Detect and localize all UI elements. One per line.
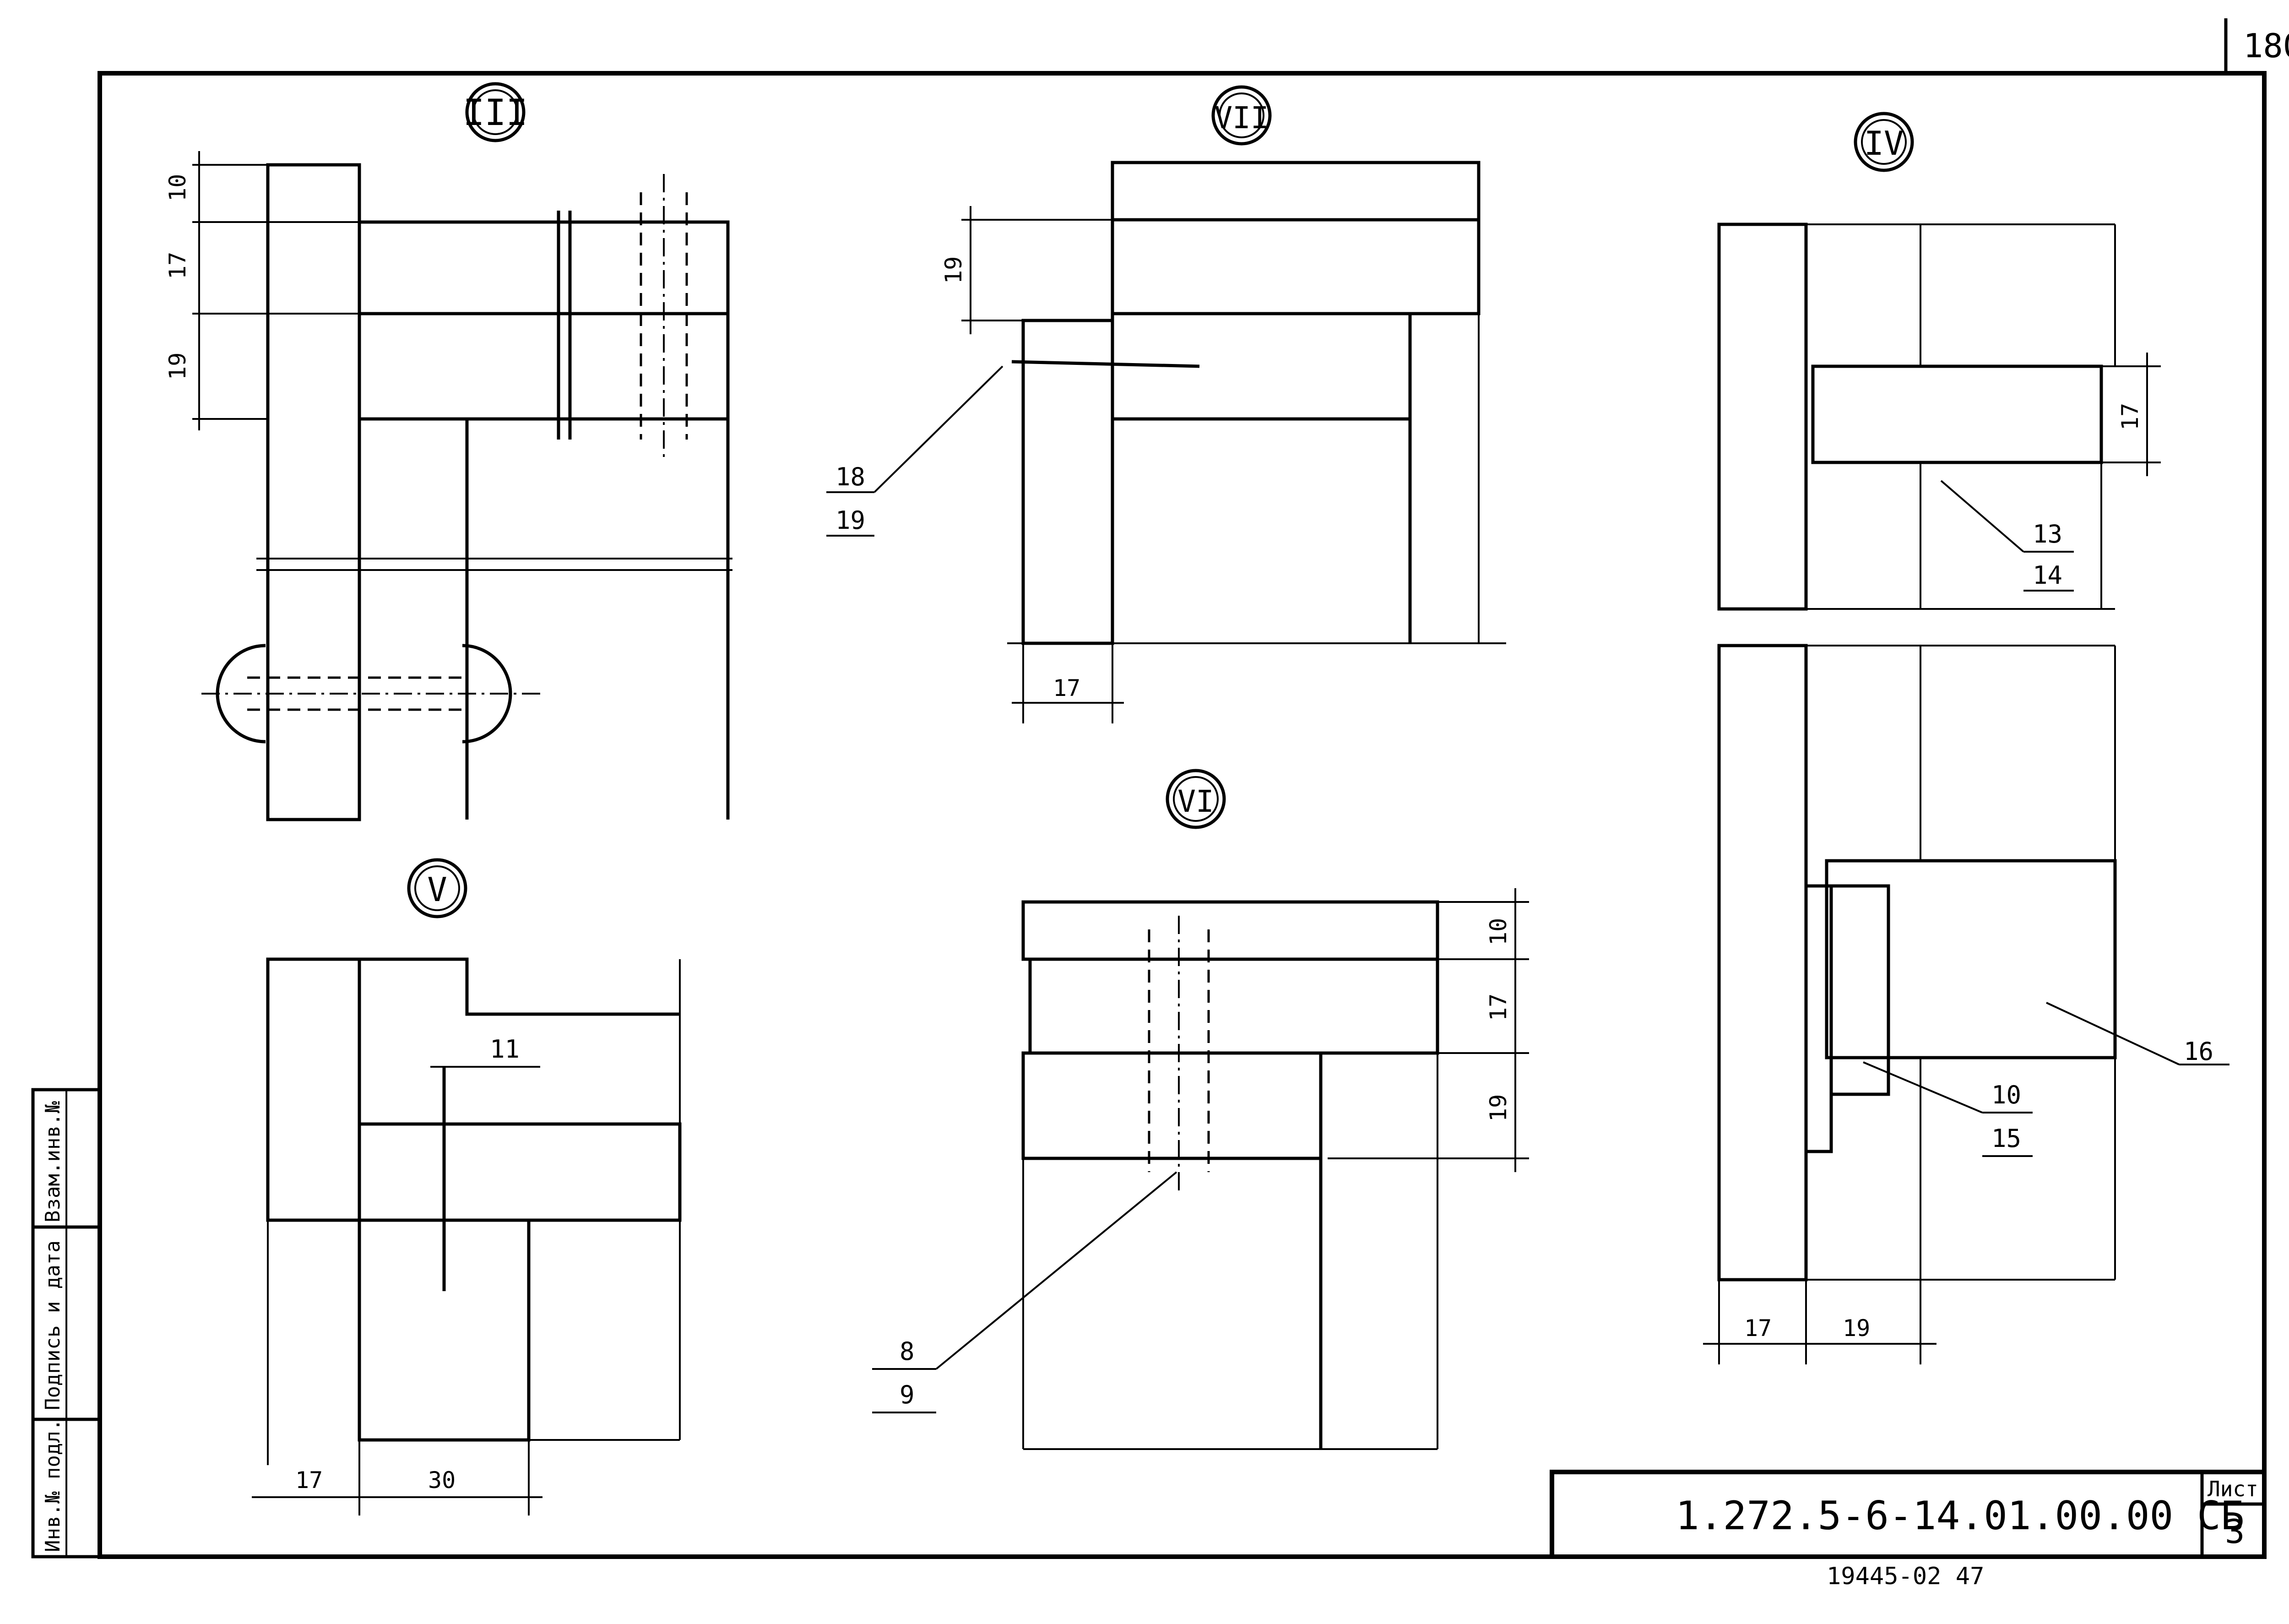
- detail-VI-callout-top: 8: [900, 1337, 915, 1366]
- detail-IV-dim-17-right: 17: [2117, 403, 2143, 430]
- sheet-number: 3: [2225, 1512, 2245, 1551]
- sheet-label: Лист: [2208, 1477, 2258, 1501]
- detail-VII-dim-17: 17: [1053, 675, 1080, 701]
- detail-VI-dim-17: 17: [1485, 994, 1512, 1021]
- detail-VI: VI 10 17 19 8 9: [872, 769, 1529, 1450]
- sheet-frame: [98, 71, 2267, 1559]
- detail-IV-callout2-bottom: 15: [1991, 1124, 2021, 1153]
- detail-VII: VII 19 17 18 19: [826, 85, 1506, 723]
- detail-III-dim-19: 19: [164, 353, 191, 380]
- detail-IV-label: IV: [1864, 124, 1904, 163]
- detail-IV: IV 17 17 19 13 14: [1703, 112, 2229, 1364]
- detail-III: III 10 17 19: [164, 82, 732, 821]
- detail-VI-dim-19: 19: [1485, 1094, 1512, 1122]
- side-stamp-vzam-inv: Взам.инв.№: [41, 1101, 65, 1222]
- detail-III-dim-17: 17: [164, 252, 191, 279]
- detail-IV-callout2-top: 10: [1991, 1081, 2021, 1109]
- detail-VII-callout-top: 18: [835, 462, 865, 491]
- detail-V-dim-30: 30: [428, 1467, 456, 1494]
- detail-VII-dim-19: 19: [940, 256, 967, 284]
- detail-V-label: V: [427, 870, 447, 909]
- side-stamp-signature-date: Подпись и дата: [41, 1240, 65, 1410]
- page-number: 180: [2243, 27, 2289, 65]
- detail-V-callout: 11: [490, 1035, 520, 1064]
- side-stamp-inv-podl: Инв.№ подл.: [41, 1419, 65, 1552]
- detail-IV-callout1-bottom: 14: [2033, 561, 2062, 590]
- stamp-bottom: 19445-02 47: [1827, 1563, 1984, 1590]
- detail-VI-callout-bottom: 9: [900, 1380, 915, 1409]
- detail-VI-label: VI: [1177, 784, 1214, 819]
- detail-IV-callout1-top: 13: [2033, 520, 2062, 549]
- detail-IV-dim-19: 19: [1843, 1315, 1870, 1342]
- drawing-code: 1.272.5-6-14.01.00.00 СБ: [1676, 1493, 2245, 1539]
- detail-IV-callout3: 16: [2184, 1037, 2213, 1066]
- detail-V-dim-17: 17: [295, 1467, 323, 1494]
- detail-VII-label: VII: [1214, 100, 1269, 136]
- title-block: 1.272.5-6-14.01.00.00 СБ Лист 3 19445-02…: [1550, 1470, 2267, 1590]
- detail-VII-callout-bottom: 19: [835, 506, 865, 535]
- side-stamp: Инв.№ подл. Подпись и дата Взам.инв.№: [31, 1088, 102, 1559]
- detail-VI-dim-10: 10: [1485, 918, 1512, 945]
- detail-III-dim-10: 10: [164, 174, 191, 201]
- detail-V: V 11 17 30: [252, 858, 682, 1515]
- detail-III-label: III: [463, 92, 528, 134]
- detail-IV-dim-17: 17: [1744, 1315, 1772, 1342]
